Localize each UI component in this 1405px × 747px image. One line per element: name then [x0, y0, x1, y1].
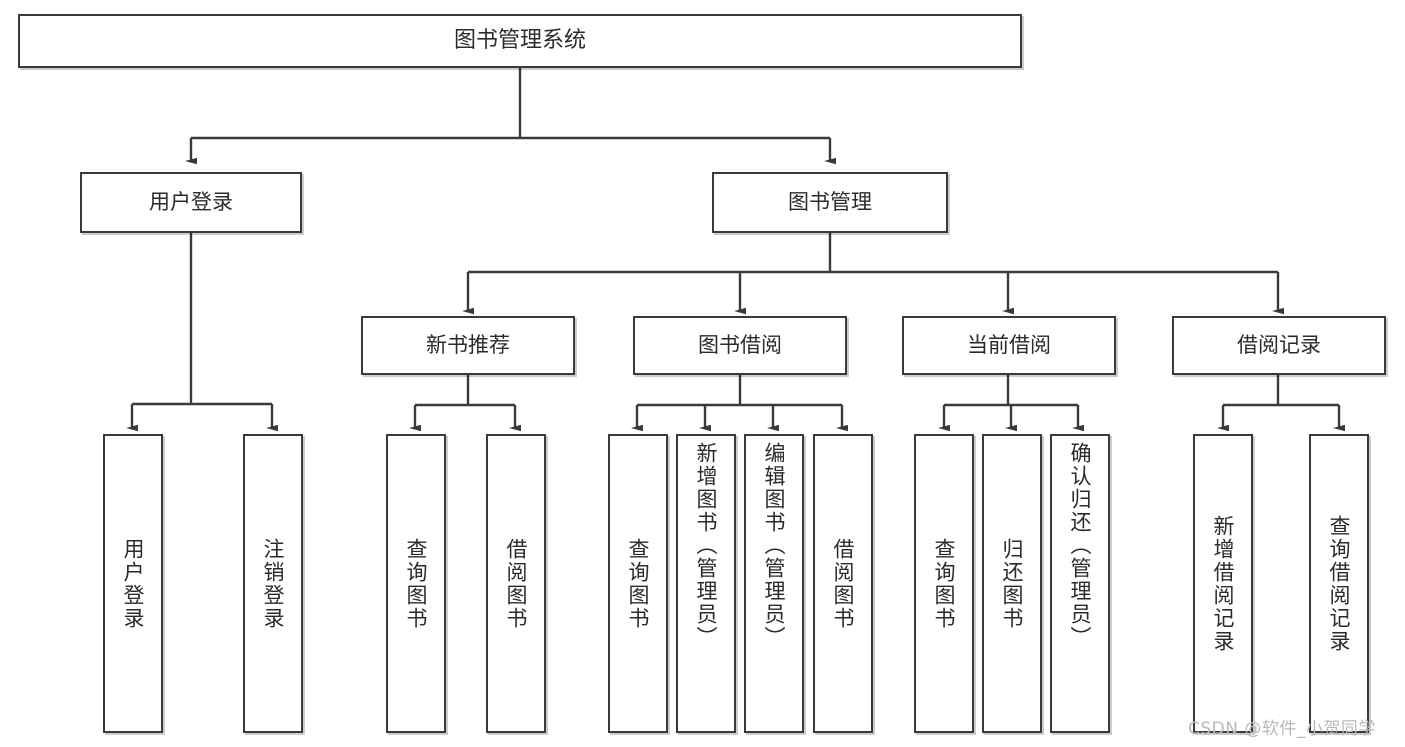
node-label: 新增借阅记录 [1211, 514, 1236, 653]
node-current-borrow[interactable]: 当前借阅 [902, 316, 1116, 375]
node-borrow-record[interactable]: 借阅记录 [1172, 316, 1386, 375]
leaf-record-add[interactable]: 新增借阅记录 [1193, 434, 1253, 733]
node-book-borrow[interactable]: 图书借阅 [633, 316, 847, 375]
node-label: 查询图书 [404, 537, 429, 630]
leaf-user-login-login[interactable]: 用户登录 [103, 434, 163, 733]
node-label: 查询图书 [932, 537, 957, 630]
node-label: 用户登录 [149, 190, 233, 215]
node-label: 图书借阅 [698, 333, 782, 358]
leaf-borrow-edit-book[interactable]: 编辑图书（管理员） [744, 434, 804, 733]
node-label: 借阅图书 [831, 537, 856, 630]
leaf-borrow-borrow-book[interactable]: 借阅图书 [813, 434, 873, 733]
node-book-management[interactable]: 图书管理 [712, 172, 948, 233]
node-label: 查询借阅记录 [1327, 514, 1352, 653]
node-label: 借阅记录 [1237, 333, 1321, 358]
leaf-record-query[interactable]: 查询借阅记录 [1309, 434, 1369, 733]
node-label: 编辑图书（管理员） [762, 442, 787, 649]
node-label: 确认归还（管理员） [1068, 442, 1093, 649]
leaf-user-login-logout[interactable]: 注销登录 [243, 434, 303, 733]
node-label: 归还图书 [1000, 537, 1025, 630]
leaf-current-query-book[interactable]: 查询图书 [914, 434, 974, 733]
node-root[interactable]: 图书管理系统 [18, 14, 1022, 68]
node-label: 图书管理 [788, 190, 872, 215]
node-label: 当前借阅 [967, 333, 1051, 358]
node-label: 借阅图书 [504, 537, 529, 630]
node-label: 注销登录 [261, 537, 286, 630]
node-label: 新书推荐 [426, 333, 510, 358]
leaf-borrow-add-book[interactable]: 新增图书（管理员） [676, 434, 736, 733]
node-label: 用户登录 [121, 537, 146, 630]
node-new-book-recommend[interactable]: 新书推荐 [361, 316, 575, 375]
node-label: 查询图书 [626, 537, 651, 630]
node-label: 新增图书（管理员） [694, 442, 719, 649]
leaf-borrow-query-book[interactable]: 查询图书 [608, 434, 668, 733]
node-user-login[interactable]: 用户登录 [80, 172, 302, 233]
leaf-current-confirm-return[interactable]: 确认归还（管理员） [1050, 434, 1110, 733]
watermark: CSDN @软件_小贺同学 [1188, 719, 1376, 739]
node-label: 图书管理系统 [453, 28, 586, 54]
leaf-new-book-query[interactable]: 查询图书 [386, 434, 446, 733]
leaf-new-book-borrow[interactable]: 借阅图书 [486, 434, 546, 733]
leaf-current-return-book[interactable]: 归还图书 [982, 434, 1042, 733]
